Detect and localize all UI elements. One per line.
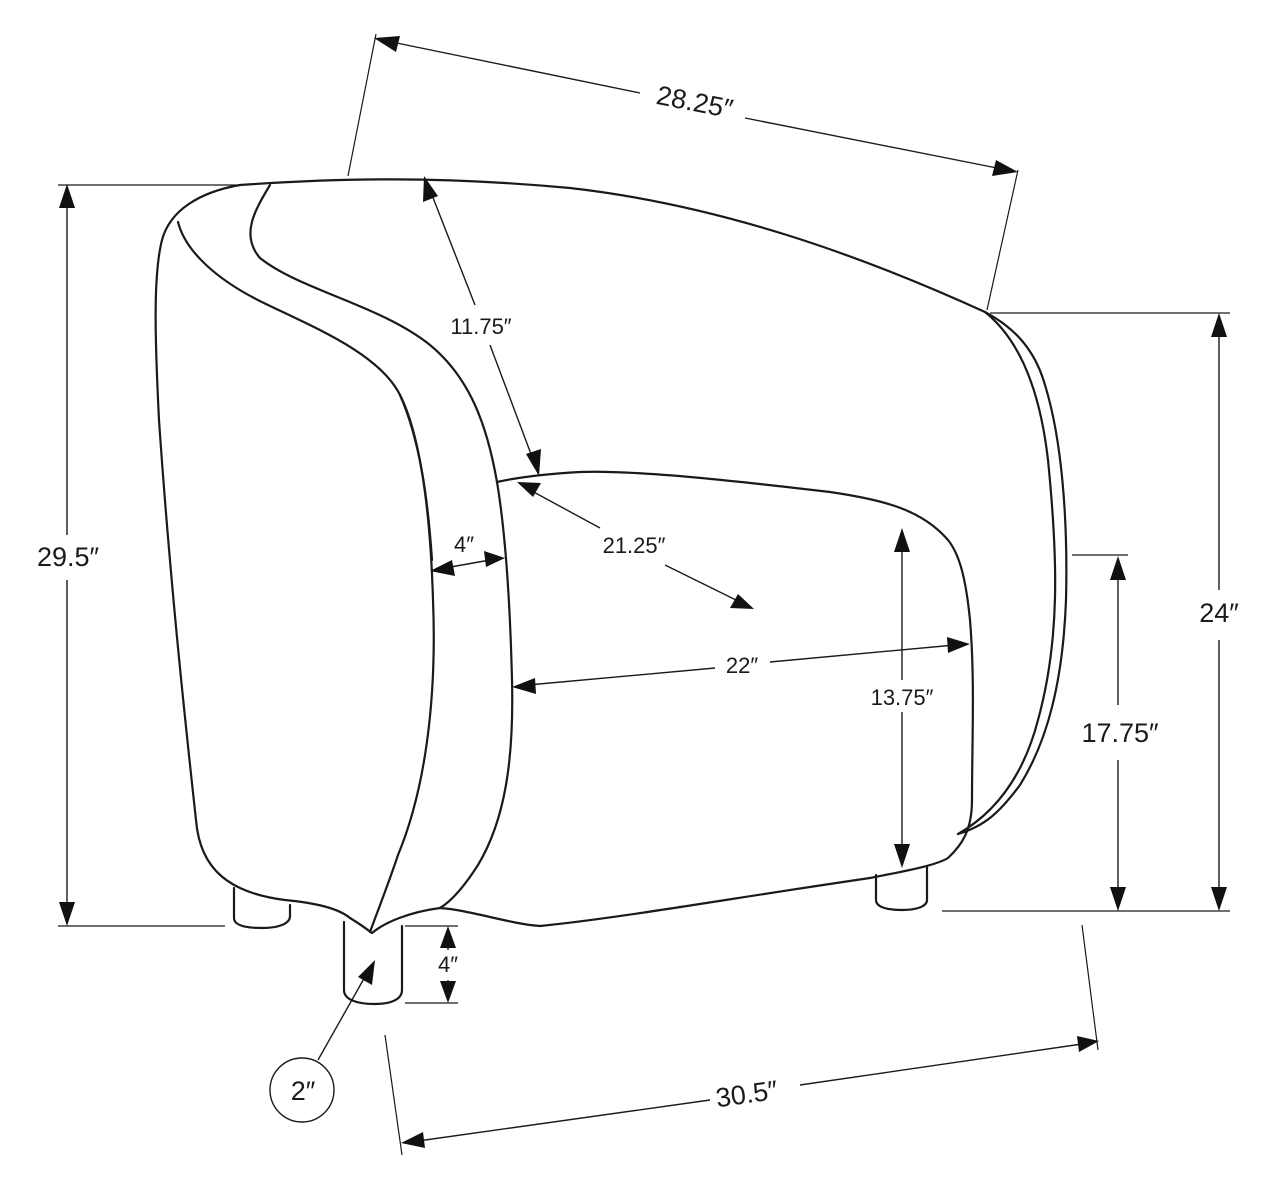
label-leg-height: 4″	[438, 952, 458, 977]
label-seat-to-base: 13.75″	[871, 685, 934, 710]
left-arm-front-face	[368, 393, 435, 934]
left-arm-outer-outline	[154, 183, 974, 935]
back-top-outline	[238, 178, 987, 314]
label-arm-height: 24″	[1199, 598, 1239, 628]
right-arm-outer-outline	[956, 310, 1057, 836]
label-seat-height: 17.75″	[1081, 718, 1159, 748]
label-overall-height: 29.5″	[37, 542, 100, 572]
left-arm-inner-face	[438, 480, 514, 910]
dimension-lines	[58, 33, 1230, 1156]
label-seat-width: 22″	[726, 653, 758, 678]
left-arm-top-edge	[176, 220, 434, 562]
label-leg-diameter: 2″	[291, 1076, 316, 1106]
left-arm-inner-roll	[249, 183, 499, 484]
label-top-depth: 28.25″	[654, 80, 736, 124]
front-leg	[342, 920, 404, 1006]
label-seat-depth: 21.25″	[603, 533, 666, 558]
label-arm-width: 4″	[454, 532, 474, 557]
right-leg	[874, 864, 929, 912]
right-arm-back-edge	[956, 310, 1068, 836]
label-back-height: 11.75″	[450, 314, 511, 339]
left-back-leg	[232, 886, 292, 930]
chair-drawing	[154, 178, 1068, 1006]
dimension-labels: 28.25″ 29.5″ 24″ 17.75″ 11.75″ 21.25″ 4″…	[37, 80, 1239, 1113]
label-overall-width: 30.5″	[714, 1075, 780, 1113]
